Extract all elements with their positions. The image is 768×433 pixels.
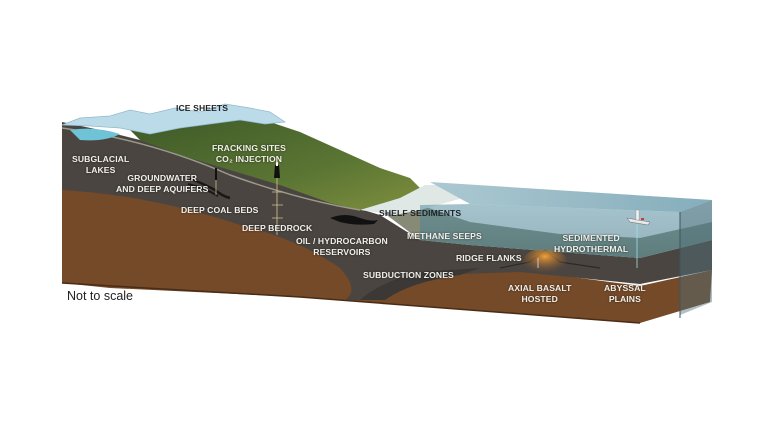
crust-bottom-edge bbox=[61, 282, 641, 324]
label-line: OIL / HYDROCARBON bbox=[296, 236, 388, 246]
subduction-slab bbox=[360, 268, 480, 300]
label-line: RESERVOIRS bbox=[313, 246, 371, 257]
label-line: HOSTED bbox=[521, 293, 558, 304]
label-groundwater-aquifers: GROUNDWATER AND DEEP AQUIFERS bbox=[116, 173, 208, 194]
label-fracking-sites: FRACKING SITES CO₂ INJECTION bbox=[212, 143, 286, 164]
label-subduction-zones: SUBDUCTION ZONES bbox=[363, 270, 454, 280]
label-ridge-flanks: RIDGE FLANKS bbox=[456, 253, 522, 263]
label-subglacial-lakes: SUBGLACIAL LAKES bbox=[72, 154, 129, 175]
label-line: PLAINS bbox=[608, 293, 641, 304]
label-line: AXIAL BASALT bbox=[508, 283, 572, 293]
label-deep-bedrock: DEEP BEDROCK bbox=[242, 223, 313, 233]
axial-basalt-glow bbox=[523, 248, 567, 276]
label-line: CO₂ INJECTION bbox=[215, 153, 283, 164]
shelf-sediment-layer bbox=[360, 185, 470, 215]
label-axial-basalt-hosted: AXIAL BASALT HOSTED bbox=[508, 283, 571, 304]
label-methane-seeps: METHANE SEEPS bbox=[407, 231, 482, 241]
subglacial-lake bbox=[70, 128, 120, 141]
drill-rig-icon bbox=[272, 162, 283, 235]
label-line: SEDIMENTED bbox=[562, 233, 620, 243]
ocean-side bbox=[680, 200, 712, 315]
oil-reservoir-icon bbox=[330, 215, 378, 225]
label-line: HYDROTHERMAL bbox=[554, 243, 629, 254]
label-line: ABYSSAL bbox=[604, 283, 646, 293]
ocean-surface bbox=[430, 182, 712, 212]
coal-seam-icon bbox=[187, 176, 231, 200]
not-to-scale-note: Not to scale bbox=[67, 289, 134, 303]
vegetated-land bbox=[130, 118, 420, 210]
label-deep-coal-beds: DEEP COAL BEDS bbox=[181, 205, 259, 215]
label-line: SUBGLACIAL bbox=[72, 154, 130, 164]
drilling-ship-icon bbox=[626, 209, 651, 268]
label-line: FRACKING SITES bbox=[212, 143, 286, 153]
label-abyssal-plains: ABYSSAL PLAINS bbox=[604, 283, 646, 304]
label-oil-hydrocarbon-reservoirs: OIL / HYDROCARBON RESERVOIRS bbox=[296, 236, 388, 257]
label-ice-sheets: ICE SHEETS bbox=[176, 103, 229, 113]
label-shelf-sediments: SHELF SEDIMENTS bbox=[379, 208, 462, 218]
drill-rig-icon bbox=[215, 168, 217, 195]
label-line: GROUNDWATER bbox=[127, 173, 198, 183]
label-sedimented-hydrothermal: SEDIMENTED HYDROTHERMAL bbox=[554, 233, 628, 254]
ice-sheet bbox=[61, 103, 287, 135]
label-line: AND DEEP AQUIFERS bbox=[116, 183, 209, 194]
label-line: LAKES bbox=[85, 164, 116, 175]
